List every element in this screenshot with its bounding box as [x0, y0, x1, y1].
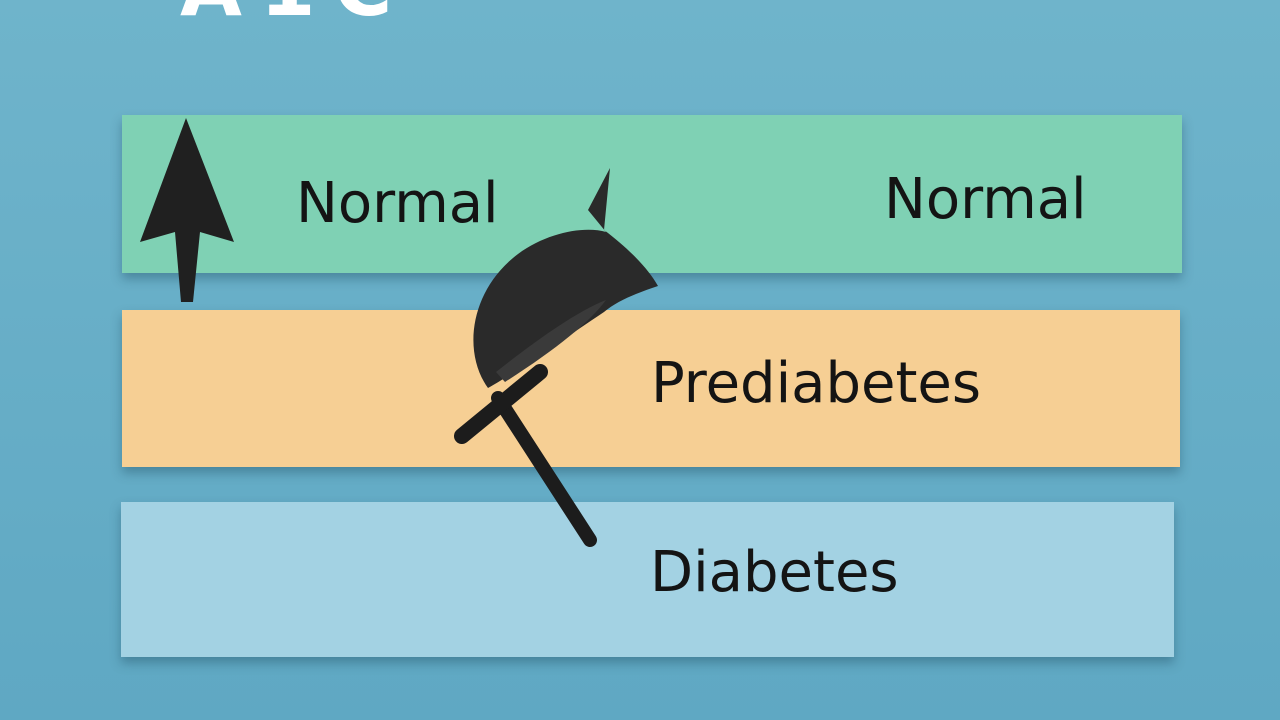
up-arrow-icon [140, 118, 234, 302]
title-fragment: A1C [180, 0, 410, 28]
normal-label-left: Normal [296, 171, 499, 236]
diabetes-label: Diabetes [650, 540, 899, 605]
pointer-icon [454, 168, 658, 547]
band-diabetes [121, 502, 1174, 657]
band-prediabetes [122, 310, 1180, 467]
band-normal [122, 115, 1182, 273]
prediabetes-label: Prediabetes [651, 351, 982, 416]
normal-label-right: Normal [884, 167, 1087, 232]
